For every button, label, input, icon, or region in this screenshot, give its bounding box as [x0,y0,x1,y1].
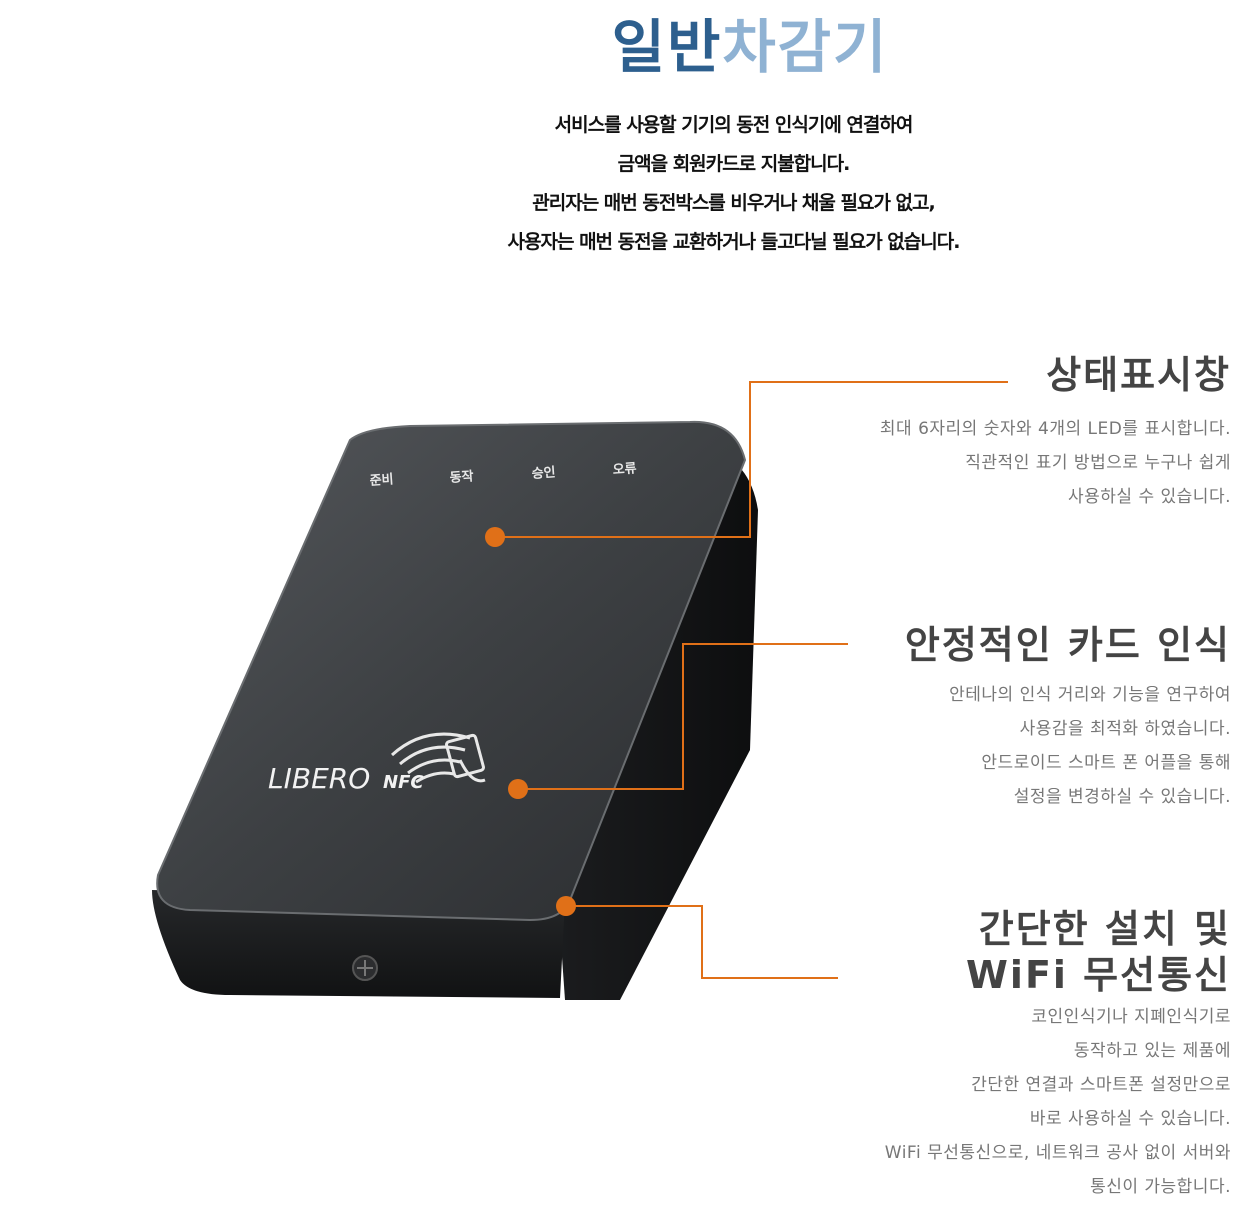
feature-desc-line: 코인인식기나 지폐인식기로 [1031,1007,1231,1027]
feature-desc-line: 안드로이드 스마트 폰 어플을 통해 [981,753,1231,773]
feature-desc-line: 사용감을 최적화 하였습니다. [1019,719,1231,739]
page-title-part1: 일반 [611,13,723,81]
feature-desc-line: 최대 6자리의 숫자와 4개의 LED를 표시합니다. [879,419,1231,439]
page-title-part2: 차감기 [722,13,889,81]
feature-desc-line: 안테나의 인식 거리와 기능을 연구하여 [949,685,1231,705]
feature-title-line: 간단한 설치 및 [978,907,1231,951]
intro-text: 서비스를 사용할 기기의 동전 인식기에 연결하여 금액을 회원카드로 지불합니… [0,106,1257,262]
feature-desc-line: 바로 사용하실 수 있습니다. [1029,1109,1231,1129]
feature-desc-line: 직관적인 표기 방법으로 누구나 쉽게 [965,453,1231,473]
feature-install-wifi: 간단한 설치 및 WiFi 무선통신 코인인식기나 지폐인식기로 동작하고 있는… [885,906,1231,1204]
feature-desc-line: 통신이 가능합니다. [1090,1177,1231,1197]
brand-logo-suffix: NFC [383,772,424,793]
feature-desc-line: 사용하실 수 있습니다. [1068,487,1231,507]
led-label-approved: 승인 [531,464,556,482]
feature-desc-line: 동작하고 있는 제품에 [1073,1041,1231,1061]
page-title: 일반차감기 [0,12,1257,82]
feature-title-line: WiFi 무선통신 [966,953,1231,997]
feature-desc-line: WiFi 무선통신으로, 네트워크 공사 없이 서버와 [884,1143,1231,1163]
feature-card-recognition: 안정적인 카드 인식 안테나의 인식 거리와 기능을 연구하여 사용감을 최적화… [905,622,1231,814]
intro-line: 서비스를 사용할 기기의 동전 인식기에 연결하여 [554,114,914,136]
feature-title: 상태표시창 [1046,353,1231,397]
feature-status-display: 상태표시창 최대 6자리의 숫자와 4개의 LED를 표시합니다. 직관적인 표… [880,352,1231,514]
intro-line: 금액을 회원카드로 지불합니다. [617,153,851,175]
card-reader-device-image: 준비 동작 승인 오류 LIBERO NFC [152,420,758,1000]
led-label-ready: 준비 [369,472,394,489]
intro-line: 관리자는 매번 동전박스를 비우거나 채울 필요가 없고, [532,192,935,214]
led-label-error: 오류 [612,461,637,478]
feature-desc-line: 간단한 연결과 스마트폰 설정만으로 [971,1075,1231,1095]
brand-logo: LIBERO [268,762,370,795]
feature-desc-line: 설정을 변경하실 수 있습니다. [1013,787,1231,807]
led-label-operating: 동작 [449,468,474,486]
nfc-wave-icon [390,732,486,784]
feature-title: 안정적인 카드 인식 [904,623,1231,667]
intro-line: 사용자는 매번 동전을 교환하거나 들고다닐 필요가 없습니다. [507,231,961,253]
